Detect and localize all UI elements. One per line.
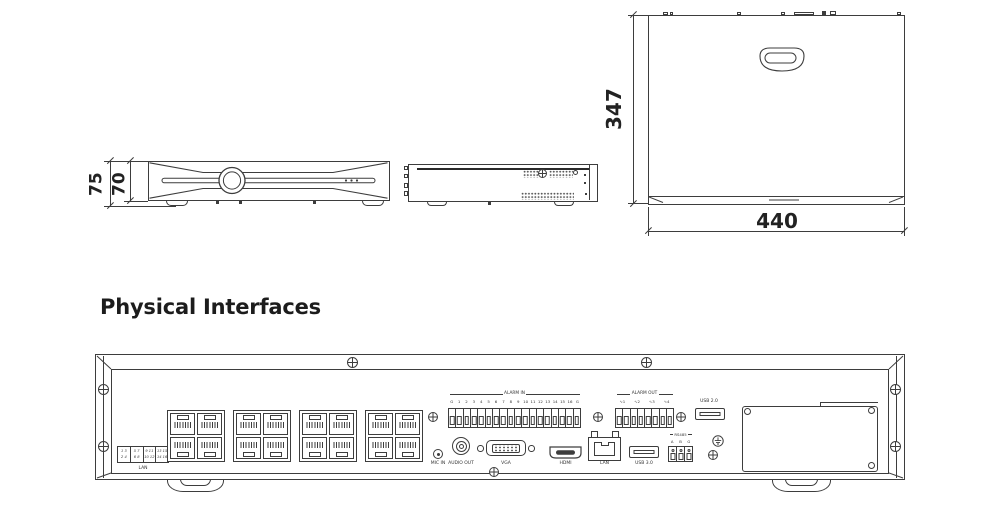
usb2-port [695, 408, 725, 420]
screw-icon [708, 450, 718, 460]
screw-icon [890, 384, 901, 395]
alarm-in-terminal-block [448, 408, 581, 428]
side-panel-body [408, 164, 598, 202]
dim-ext-line [628, 15, 648, 16]
front-panel-detail [149, 162, 388, 199]
dim-line [648, 231, 905, 232]
audio-out-label: AUDIO OUT [448, 461, 474, 466]
frame-corner-bevels [96, 355, 904, 479]
chassis-foot [167, 479, 224, 492]
usb3-port [629, 446, 659, 458]
front-dial-icon [218, 166, 246, 195]
dim-ext-line [648, 207, 649, 236]
side-vent-grille [521, 192, 574, 200]
side-vent-grille [549, 170, 573, 178]
dim-ext-line [104, 206, 176, 207]
expansion-slot-cover [742, 406, 878, 472]
rj45-port-group-2 [233, 410, 291, 462]
hdmi-label: HDMI [559, 461, 572, 466]
poe-led-block-label: LAN [138, 466, 148, 471]
chassis-foot [772, 479, 831, 492]
vga-label: VGA [501, 461, 511, 466]
slot-cover-screw-hole [868, 407, 875, 414]
screw-icon [98, 384, 109, 395]
top-panel-body [648, 15, 905, 197]
screw-icon [890, 441, 901, 452]
rj45-port-group-3 [299, 410, 357, 462]
slot-cover-screw-hole [744, 408, 751, 415]
top-dim-440-label: 440 [756, 209, 798, 233]
rj45-port-group-4 [365, 410, 423, 462]
screw-icon [641, 357, 652, 368]
dim-ext-line [124, 201, 148, 202]
dim-line [110, 161, 111, 206]
rj45-port-group-1 [167, 410, 225, 462]
section-title: Physical Interfaces [100, 295, 321, 319]
alarm-out-bracket: ALARM OUT [615, 391, 674, 396]
dim-ext-line [628, 203, 648, 204]
screw-icon [538, 169, 547, 178]
usb3-label: USB 3.0 [635, 461, 653, 466]
dim-line [130, 161, 131, 201]
screw-icon [347, 357, 358, 368]
hdmi-port [549, 446, 582, 459]
screw-icon [676, 412, 686, 422]
ground-terminal-icon [712, 435, 724, 447]
dim-line [633, 15, 634, 204]
lan-label: LAN [599, 461, 610, 466]
rs485-bracket: RS485 [668, 433, 693, 437]
slot-cover-screw-hole [868, 462, 875, 469]
screw-icon [428, 412, 438, 422]
screw-icon [489, 467, 499, 477]
alarm-out-channel-labels: ∿1∿2 ∿3∿4 [619, 399, 670, 404]
front-led-indicators [344, 179, 359, 182]
screw-icon [98, 441, 109, 452]
alarm-in-bracket: ALARM IN [448, 391, 581, 396]
front-panel-body [148, 161, 390, 201]
dim-ext-line [904, 207, 905, 236]
dim-ext-line [104, 161, 148, 162]
top-handle [759, 47, 805, 72]
screw-icon [593, 412, 603, 422]
usb2-label: USB 2.0 [700, 399, 718, 404]
side-vent-grille [523, 170, 540, 178]
rs485-terminal-block [668, 446, 693, 462]
alarm-out-terminal-block [615, 408, 674, 428]
top-front-bevel [648, 197, 905, 205]
mic-in-label: MIC IN [430, 461, 446, 466]
